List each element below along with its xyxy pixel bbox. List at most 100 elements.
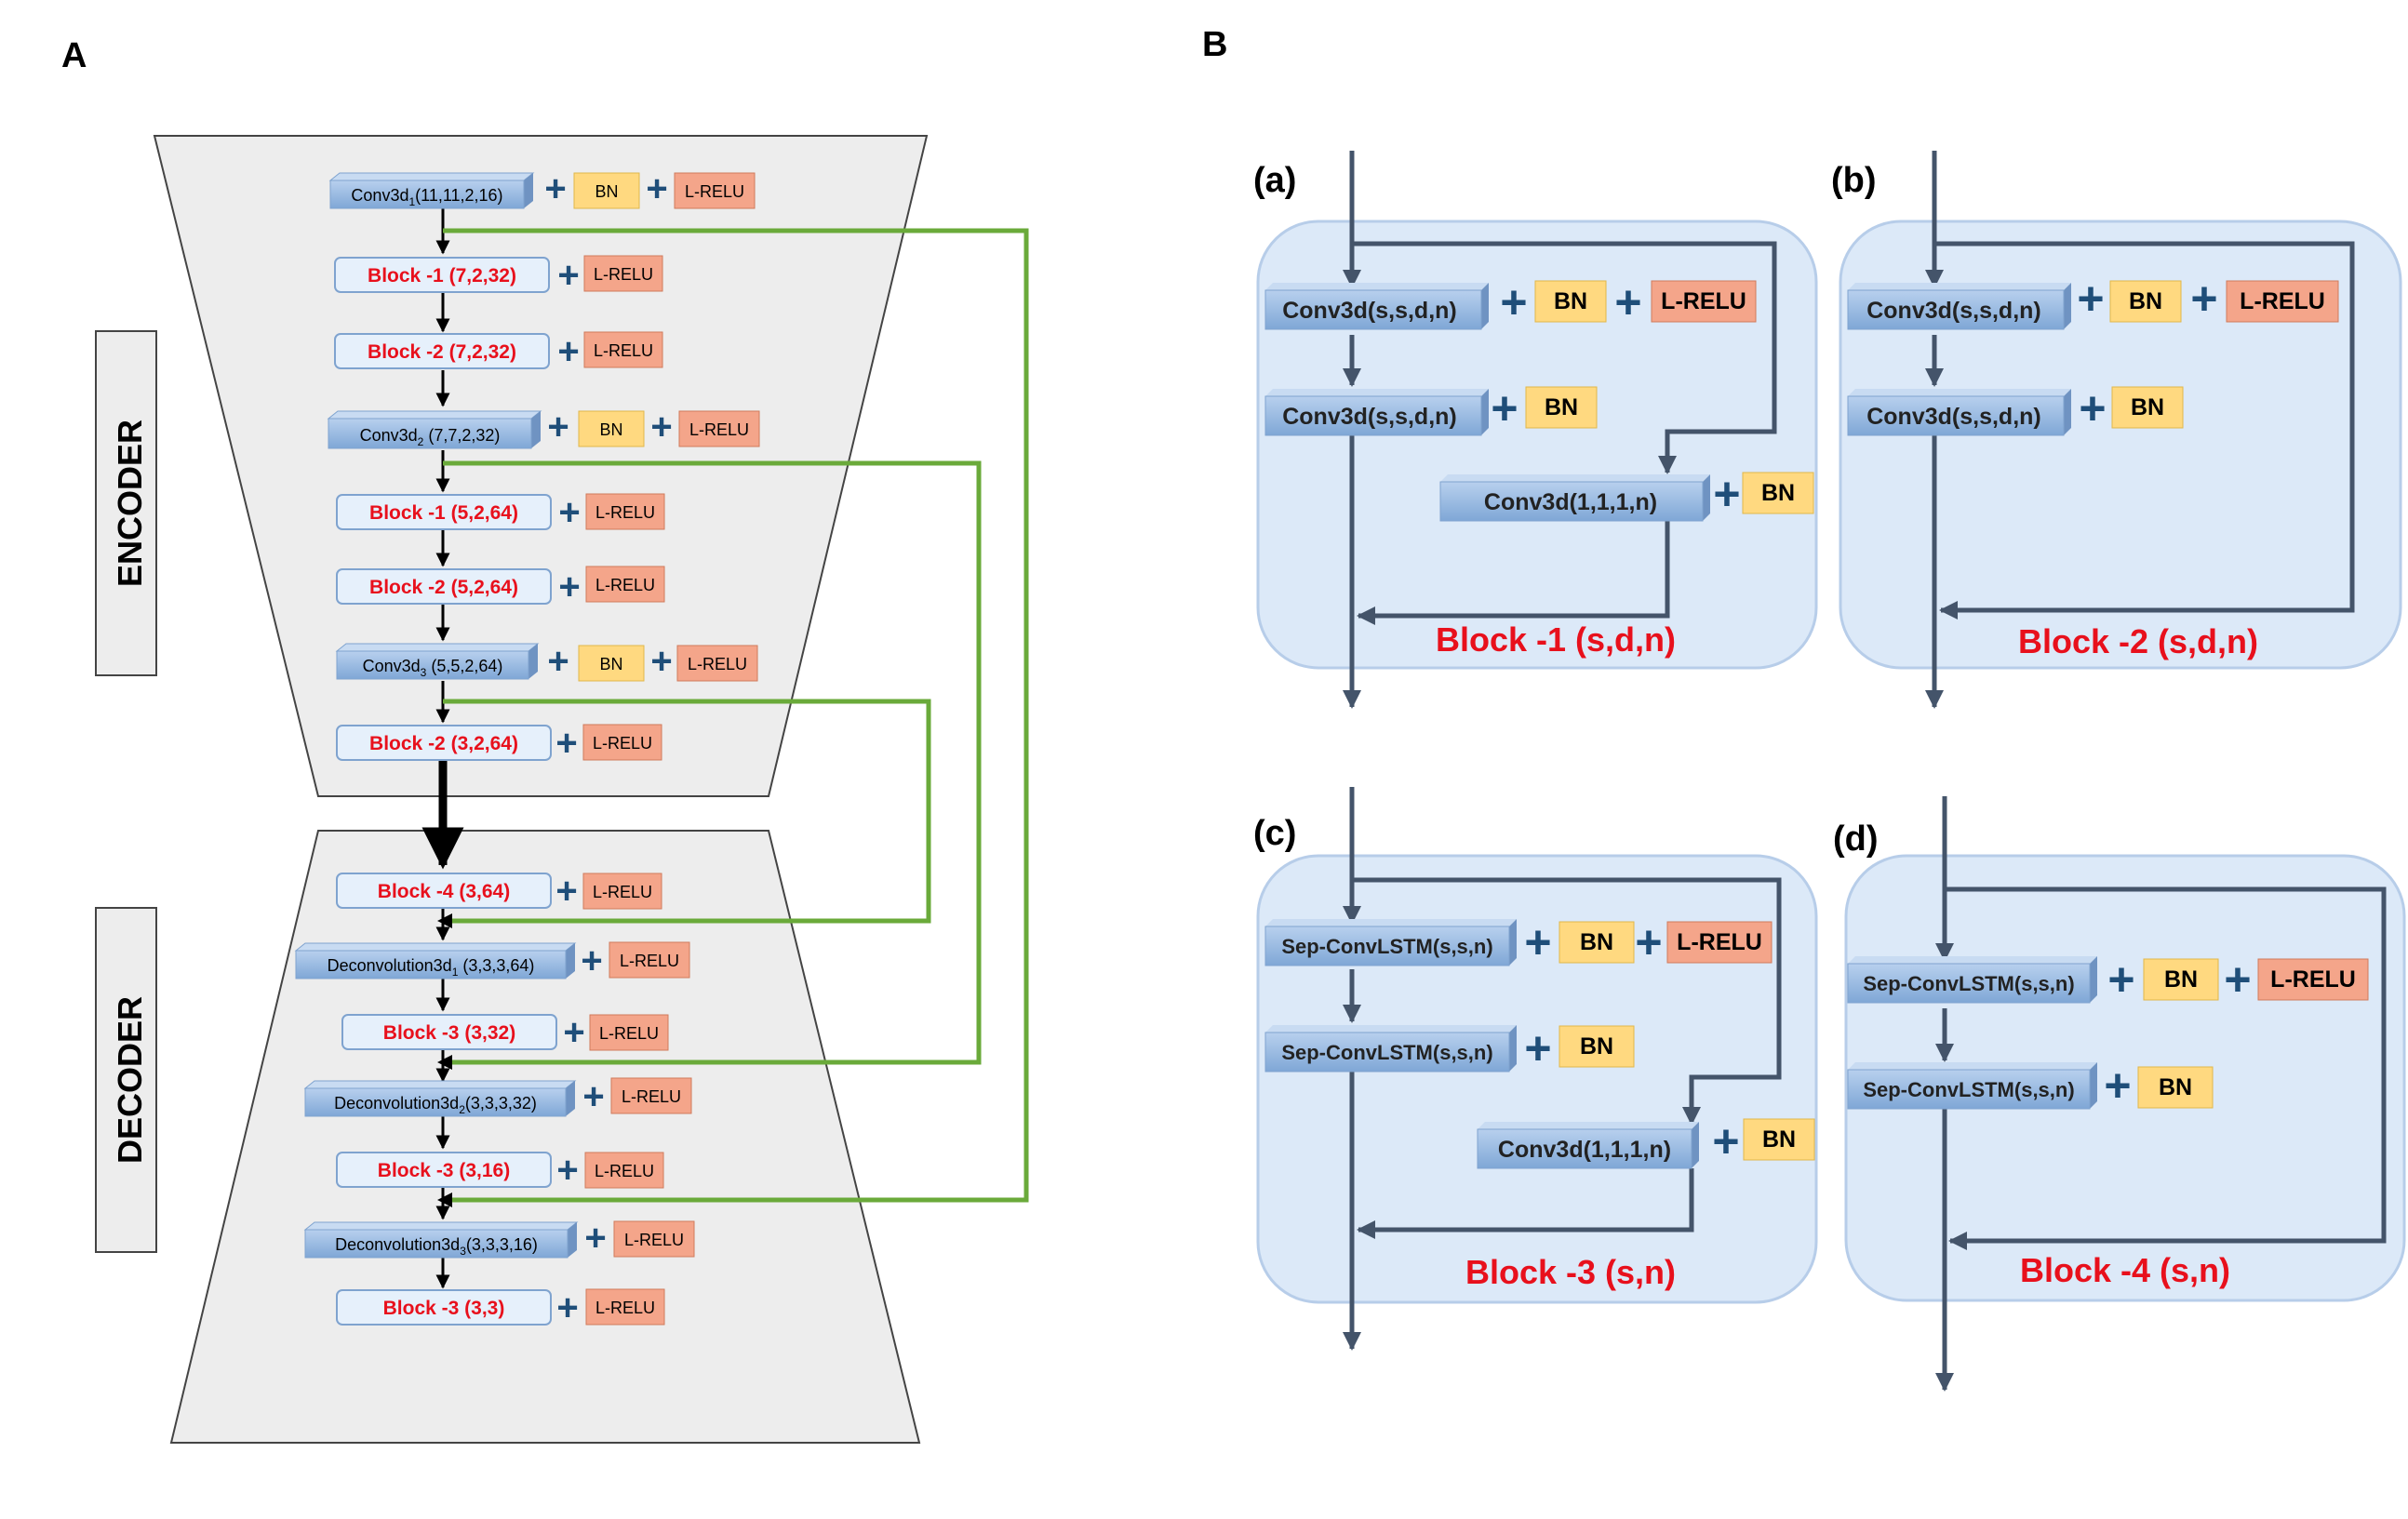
lrelu-box	[1666, 921, 1773, 964]
bn-box	[1742, 472, 1814, 514]
bn-label: BN	[2131, 394, 2164, 420]
lrelu-box	[613, 1220, 695, 1258]
lrelu-box	[1651, 280, 1757, 323]
plus-icon: +	[557, 331, 579, 372]
plus-icon: +	[2104, 1059, 2131, 1112]
plus-icon: +	[557, 255, 579, 296]
conv3d-1-label: Conv3d1(11,11,2,16)	[351, 186, 502, 208]
bn-label: BN	[1545, 394, 1578, 420]
conv3d-3-layer	[336, 650, 529, 680]
lrelu-box	[2257, 958, 2369, 1001]
block-d-tag: (d)	[1833, 819, 1879, 859]
block-a-skip-label: Conv3d(1,1,1,n)	[1484, 489, 1657, 515]
plus-icon: +	[1635, 916, 1662, 968]
block-b-container	[1839, 220, 2402, 670]
lrelu-box	[678, 410, 760, 447]
lrelu-box	[582, 724, 662, 761]
block-c-layer1	[1264, 926, 1510, 966]
lrelu-label: L-RELU	[594, 341, 653, 360]
lrelu-box	[582, 873, 662, 910]
block-a-layer1	[1264, 289, 1482, 330]
deconv3d-2-layer	[304, 1087, 567, 1117]
bn-box	[1743, 1118, 1815, 1161]
block-a-skip-layer	[1439, 481, 1704, 522]
lrelu-box	[674, 172, 756, 209]
plus-icon: +	[1524, 916, 1551, 968]
bn-box	[573, 172, 640, 209]
block-b-tag: (b)	[1831, 161, 1877, 200]
lrelu-box	[676, 645, 758, 682]
plus-icon: +	[650, 406, 672, 447]
lrelu-box	[610, 1077, 692, 1114]
lrelu-box	[583, 255, 663, 292]
bn-box	[2143, 958, 2219, 1001]
bn-box	[2137, 1066, 2214, 1109]
lrelu-label: L-RELU	[2240, 288, 2325, 314]
lrelu-label: L-RELU	[593, 883, 652, 901]
block-c-layer1-label: Sep-ConvLSTM(s,s,n)	[1281, 935, 1492, 958]
block-a-diagram: (a) Conv3d(s,s,d,n) + BN + L-RELU Conv3d…	[1253, 151, 1818, 709]
block-box	[336, 873, 552, 909]
plus-icon: +	[650, 641, 672, 682]
plus-icon: +	[1614, 276, 1641, 328]
block-c-container	[1256, 854, 1818, 1304]
plus-icon: +	[2107, 953, 2134, 1006]
conv3d-2-label: Conv3d2 (7,7,2,32)	[360, 426, 501, 448]
plus-icon: +	[1524, 1022, 1551, 1074]
block-box	[336, 1152, 552, 1188]
block-a-layer1-label: Conv3d(s,s,d,n)	[1282, 298, 1457, 324]
lrelu-box	[589, 1014, 669, 1051]
bn-label: BN	[1580, 929, 1613, 955]
bn-box	[578, 410, 645, 447]
block3-3-row: Block -3 (3,3) + L-RELU	[336, 1287, 665, 1328]
block-label: Block -1 (7,2,32)	[368, 265, 516, 286]
bn-label: BN	[1762, 1126, 1796, 1153]
plus-icon: +	[547, 641, 569, 682]
encoder-label-box	[95, 330, 157, 676]
lrelu-label: L-RELU	[688, 655, 747, 673]
block-d-layer2	[1847, 1069, 2091, 1110]
bn-box	[2109, 280, 2182, 323]
plus-icon: +	[584, 1218, 606, 1259]
deconv3d-2-label: Deconvolution3d2(3,3,3,32)	[334, 1094, 537, 1116]
deconv3d-1-row: Deconvolution3d1 (3,3,3,64) + L-RELU	[294, 940, 690, 981]
panel-a-label: A	[61, 36, 87, 75]
block-box	[336, 568, 552, 605]
lrelu-box	[583, 331, 663, 368]
conv3d-3-label: Conv3d3 (5,5,2,64)	[363, 657, 503, 679]
block-c-title: Block -3 (s,n)	[1465, 1253, 1676, 1291]
block-c-skip-label: Conv3d(1,1,1,n)	[1498, 1137, 1671, 1163]
plus-icon: +	[2079, 382, 2106, 434]
lrelu-label: L-RELU	[593, 734, 652, 753]
block2-3-row: Block -2 (3,2,64) + L-RELU	[336, 723, 662, 764]
bn-label: BN	[2164, 966, 2198, 993]
lrelu-label: L-RELU	[595, 1162, 654, 1180]
bn-box	[578, 645, 645, 682]
block-label: Block -2 (7,2,32)	[368, 341, 516, 363]
skip-connections	[443, 228, 1029, 1203]
block-a-container	[1256, 220, 1818, 670]
block-box	[341, 1014, 557, 1050]
bn-label: BN	[595, 182, 618, 201]
block-label: Block -1 (5,2,64)	[369, 502, 518, 524]
bn-label: BN	[1554, 288, 1587, 314]
plus-icon: +	[1712, 1115, 1739, 1167]
block3-16-row: Block -3 (3,16) + L-RELU	[336, 1150, 664, 1191]
lrelu-box	[609, 941, 690, 979]
lrelu-label: L-RELU	[595, 1299, 655, 1317]
lrelu-label: L-RELU	[594, 265, 653, 284]
block-a-layer2-label: Conv3d(s,s,d,n)	[1282, 404, 1457, 430]
block-c-skip-layer	[1477, 1128, 1692, 1169]
block-a-layer2	[1264, 395, 1482, 436]
plus-icon: +	[1713, 468, 1740, 520]
encoder-trapezoid	[153, 135, 929, 797]
block-c-layer2	[1264, 1032, 1510, 1073]
block-b-layer2-label: Conv3d(s,s,d,n)	[1866, 404, 2041, 430]
lrelu-label: L-RELU	[689, 420, 749, 439]
plus-icon: +	[582, 1076, 604, 1117]
block-box	[334, 257, 550, 293]
block-c-tag: (c)	[1253, 814, 1296, 853]
deconv3d-1-label: Deconvolution3d1 (3,3,3,64)	[328, 956, 535, 979]
bn-box	[1559, 921, 1635, 964]
